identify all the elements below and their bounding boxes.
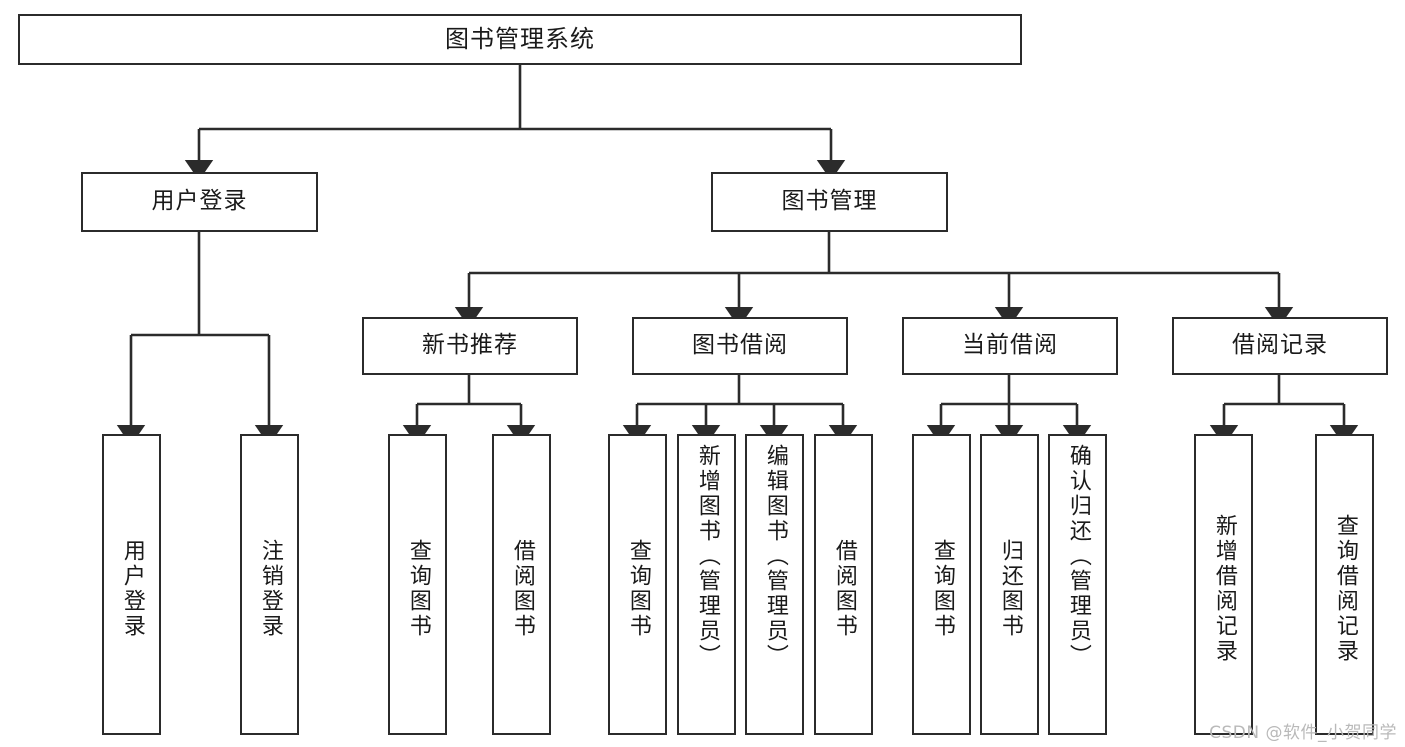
node-label: 查询借阅记录 [1332, 513, 1358, 664]
leaf-text-wrap: 查询图书 [405, 444, 431, 733]
node-label: 图书管理系统 [445, 25, 595, 54]
leaf-text-wrap: 确认归还（管理员） [1065, 444, 1091, 733]
leaf-text-wrap: 用户登录 [119, 444, 145, 733]
node-label: 归还图书 [997, 538, 1023, 639]
leaf-text-wrap: 归还图书 [997, 444, 1023, 733]
leaf-text-wrap: 新增借阅记录 [1211, 444, 1237, 733]
leaf-new-book-query-book[interactable]: 查询图书 [388, 434, 447, 735]
leaf-text-wrap: 注销登录 [257, 444, 283, 733]
node-label: 新增图书（管理员） [694, 444, 720, 669]
node-new-book-recommend[interactable]: 新书推荐 [362, 317, 578, 375]
node-label: 借阅图书 [509, 538, 535, 639]
leaf-text-wrap: 借阅图书 [831, 444, 857, 733]
leaf-borrow-record-query-record[interactable]: 查询借阅记录 [1315, 434, 1374, 735]
leaf-text-wrap: 查询借阅记录 [1332, 444, 1358, 733]
leaf-text-wrap: 借阅图书 [509, 444, 535, 733]
leaf-book-borrow-edit-book-admin[interactable]: 编辑图书（管理员） [745, 434, 804, 735]
node-current-borrow[interactable]: 当前借阅 [902, 317, 1118, 375]
node-label: 用户登录 [151, 188, 248, 215]
leaf-current-borrow-query-book[interactable]: 查询图书 [912, 434, 971, 735]
node-label: 编辑图书（管理员） [762, 444, 788, 669]
leaf-text-wrap: 编辑图书（管理员） [762, 444, 788, 733]
node-book-borrow[interactable]: 图书借阅 [632, 317, 848, 375]
leaf-text-wrap: 查询图书 [625, 444, 651, 733]
leaf-book-borrow-borrow-book[interactable]: 借阅图书 [814, 434, 873, 735]
node-user-login[interactable]: 用户登录 [81, 172, 318, 232]
leaf-current-borrow-confirm-return-admin[interactable]: 确认归还（管理员） [1048, 434, 1107, 735]
node-book-management[interactable]: 图书管理 [711, 172, 948, 232]
node-label: 注销登录 [257, 538, 283, 639]
leaf-book-borrow-add-book-admin[interactable]: 新增图书（管理员） [677, 434, 736, 735]
leaf-borrow-record-add-record[interactable]: 新增借阅记录 [1194, 434, 1253, 735]
node-label: 查询图书 [405, 538, 431, 639]
leaf-text-wrap: 新增图书（管理员） [694, 444, 720, 733]
leaf-new-book-borrow-book[interactable]: 借阅图书 [492, 434, 551, 735]
node-label: 图书借阅 [692, 332, 788, 359]
node-root-book-management-system[interactable]: 图书管理系统 [18, 14, 1022, 65]
leaf-user-login-logout[interactable]: 注销登录 [240, 434, 299, 735]
leaf-user-login-login[interactable]: 用户登录 [102, 434, 161, 735]
node-label: 新书推荐 [422, 332, 518, 359]
node-label: 确认归还（管理员） [1065, 444, 1091, 669]
node-label: 查询图书 [929, 538, 955, 639]
leaf-current-borrow-return-book[interactable]: 归还图书 [980, 434, 1039, 735]
node-label: 图书管理 [781, 188, 878, 215]
leaf-text-wrap: 查询图书 [929, 444, 955, 733]
node-label: 借阅图书 [831, 538, 857, 639]
node-borrow-record[interactable]: 借阅记录 [1172, 317, 1388, 375]
leaf-book-borrow-query-book[interactable]: 查询图书 [608, 434, 667, 735]
node-label: 借阅记录 [1232, 332, 1328, 359]
node-label: 查询图书 [625, 538, 651, 639]
node-label: 用户登录 [119, 538, 145, 639]
node-label: 当前借阅 [962, 332, 1058, 359]
node-label: 新增借阅记录 [1211, 513, 1237, 664]
